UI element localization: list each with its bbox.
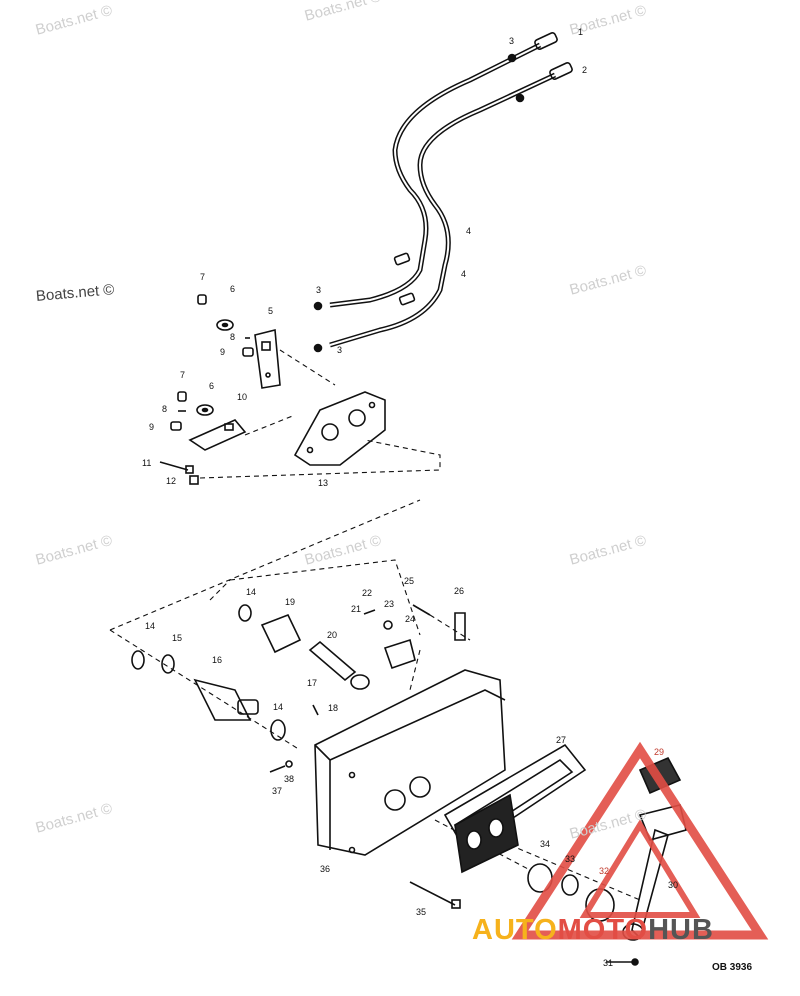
callout-38: 38 <box>284 774 295 784</box>
shift-shaft-assembly <box>131 604 286 741</box>
callout-15: 15 <box>172 633 183 643</box>
callout-14-b: 14 <box>145 621 156 631</box>
callout-4-upper: 4 <box>466 226 472 236</box>
logo-moto: MOTO <box>557 914 649 946</box>
automotohub-wordmark: AUTOMOTOHUB <box>472 914 714 947</box>
callout-5: 5 <box>268 306 274 316</box>
mounting-plate-13 <box>293 391 386 466</box>
logo-hub: HUB <box>648 914 714 946</box>
callout-7-upper: 7 <box>200 272 206 282</box>
callout-9-upper: 9 <box>220 347 226 357</box>
callout-1: 1 <box>578 27 584 37</box>
callout-4-lower: 4 <box>461 269 467 279</box>
callout-24: 24 <box>405 614 416 624</box>
callout-13: 13 <box>318 478 329 488</box>
callout-18: 18 <box>328 703 339 713</box>
control-box-housing <box>314 669 506 856</box>
callout-19: 19 <box>285 597 296 607</box>
cable-bracket-10 <box>188 419 247 451</box>
callout-6-upper: 6 <box>230 284 236 294</box>
callout-22: 22 <box>362 588 373 598</box>
screws-35-37-38 <box>269 760 461 909</box>
callout-29: 29 <box>654 747 665 757</box>
callout-27: 27 <box>556 735 567 745</box>
callout-3-low: 3 <box>337 345 343 355</box>
callout-9-lower: 9 <box>149 422 155 432</box>
cover-plate <box>454 793 519 874</box>
callout-26: 26 <box>454 586 465 596</box>
callout-37: 37 <box>272 786 283 796</box>
bolt-nut-11-12 <box>159 461 199 485</box>
callout-33: 33 <box>565 854 576 864</box>
callout-23: 23 <box>384 599 395 609</box>
callout-32: 32 <box>599 866 610 876</box>
callout-25: 25 <box>404 576 415 586</box>
callout-14-c: 14 <box>273 702 284 712</box>
cable-assembly <box>313 32 573 353</box>
callout-8-upper: 8 <box>230 332 236 342</box>
cam-spool-19-20 <box>260 613 370 690</box>
callout-3-top: 3 <box>509 36 515 46</box>
callout-20: 20 <box>327 630 338 640</box>
callout-21: 21 <box>351 604 362 614</box>
callout-6-lower: 6 <box>209 381 215 391</box>
callout-14-a: 14 <box>246 587 257 597</box>
callout-2: 2 <box>582 65 588 75</box>
callout-34: 34 <box>540 839 551 849</box>
callout-35: 35 <box>416 907 427 917</box>
callout-3-mid: 3 <box>316 285 322 295</box>
automotohub-triangle-logo <box>511 741 769 940</box>
callout-10: 10 <box>237 392 248 402</box>
callout-30: 30 <box>668 880 679 890</box>
logo-auto: AUTO <box>472 914 558 946</box>
drawing-code: OB 3936 <box>712 962 753 973</box>
small-parts-21-26 <box>312 604 466 716</box>
callout-8-lower: 8 <box>162 404 168 414</box>
cable-bracket-5 <box>254 328 281 389</box>
fasteners-upper <box>170 294 254 431</box>
callout-16: 16 <box>212 655 223 665</box>
callout-31: 31 <box>603 958 614 968</box>
leader-lines <box>109 349 641 901</box>
callout-36: 36 <box>320 864 331 874</box>
callout-7-lower: 7 <box>180 370 186 380</box>
callout-12: 12 <box>166 476 177 486</box>
callout-17: 17 <box>307 678 318 688</box>
callout-11: 11 <box>142 458 152 468</box>
